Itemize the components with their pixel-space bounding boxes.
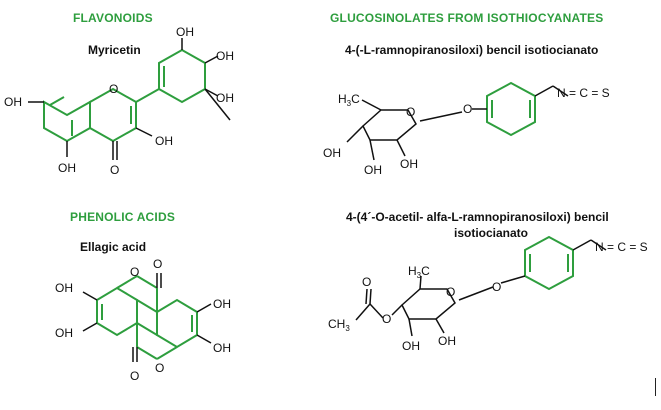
gluco2-label-ncs: N = C = S [595,240,648,254]
myricetin-label-oh-left: OH [4,95,22,109]
myricetin-label-o-ring: O [109,82,118,96]
compound-name-gluco2-line2: isotiocianato [454,226,529,240]
gluco2-label-ch3: CH3 [328,317,350,333]
gluco2-label-h3c: H3C [408,264,430,280]
ellagic-label-oh-4: OH [213,341,231,355]
gluco1-label-h3c: H3C [338,92,360,108]
heading-flavonoids: FLAVONOIDS [73,11,153,25]
ellagic-label-oh-2: OH [55,326,73,340]
ellagic-label-o-carbonyl-bottom: O [130,369,139,383]
gluco2-label-oh-right: OH [438,334,456,348]
compound-name-gluco2-line1: 4-(4´-O-acetil- alfa-L-ramnopiranosiloxi… [346,210,609,224]
myricetin-label-oh-right: OH [216,91,234,105]
gluco1-label-oh-right: OH [400,157,418,171]
compound-name-ellagic-acid: Ellagic acid [80,240,147,254]
myricetin-label-oh-right-top: OH [216,49,234,63]
myricetin-label-o-keto: O [110,163,119,177]
compound-name-gluco1: 4-(-L-ramnopiranosiloxi) bencil isotioci… [345,43,599,57]
gluco2-label-o-carbonyl: O [362,275,371,289]
compound-name-myricetin: Myricetin [88,43,141,57]
gluco1-label-o-link: O [463,102,472,116]
ellagic-label-o-carbonyl-top: O [153,257,162,271]
gluco1-label-ncs: N = C = S [557,86,610,100]
gluco1-label-o-ring: O [406,105,415,119]
gluco2-label-o-ring: O [446,285,455,299]
gluco2-label-o-link: O [492,280,501,294]
myricetin-label-oh-bottom: OH [58,161,76,175]
myricetin-label-oh-top: OH [176,25,194,39]
ellagic-label-oh-1: OH [55,281,73,295]
ellagic-label-o-lactone-bottom: O [155,361,164,375]
myricetin-label-oh-ring-c: OH [155,134,173,148]
heading-glucosinolates: GLUCOSINOLATES FROM ISOTHIOCYANATES [330,11,604,25]
ellagic-label-oh-3: OH [213,297,231,311]
heading-phenolic-acids: PHENOLIC ACIDS [70,210,176,224]
gluco1-label-oh-bottom: OH [364,163,382,177]
gluco1-label-oh-left: OH [323,146,341,160]
gluco2-label-oh-bottom: OH [402,339,420,353]
gluco2-label-o-acetyl: O [382,312,391,326]
edge-marker-line [655,378,656,396]
ellagic-label-o-lactone-top: O [130,265,139,279]
